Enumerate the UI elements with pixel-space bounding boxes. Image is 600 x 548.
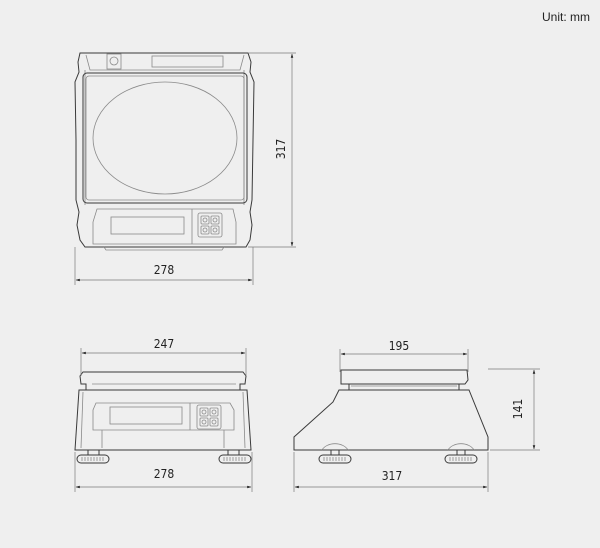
side-height-dimension: 141 [511,399,525,420]
side-view-platter [340,369,469,385]
side-platter-depth-dimension: 195 [389,339,410,353]
front-view-keypad [196,404,222,430]
top-view-platter [82,72,248,204]
front-view-platter [79,371,247,391]
side-base-depth-dimension: 317 [382,469,403,483]
front-view-lcd [109,406,183,425]
top-view-display-panel [92,208,237,245]
top-depth-dimension: 317 [274,139,288,160]
level-indicator [106,53,122,70]
side-view: 195 141 317 [293,339,540,492]
front-right-foot [218,450,252,464]
top-view-keypad [197,212,223,238]
top-view-platter-oval [92,81,238,195]
front-view-body [74,389,252,451]
unit-label: Unit: mm [542,10,590,24]
front-platter-width-dimension: 247 [154,337,175,351]
top-view-lcd [110,216,185,235]
level-bubble-icon [109,56,119,66]
top-view: 278 317 [74,52,296,285]
side-view-body [293,389,489,451]
front-view: 247 278 [74,337,253,492]
side-front-foot [318,443,352,464]
top-label-slot [151,55,224,68]
side-rear-foot [444,443,478,464]
front-left-foot [76,450,110,464]
front-view-display-panel [92,402,235,431]
top-width-dimension: 278 [154,263,175,277]
top-view-body-outline [74,52,255,248]
front-base-width-dimension: 278 [154,467,175,481]
